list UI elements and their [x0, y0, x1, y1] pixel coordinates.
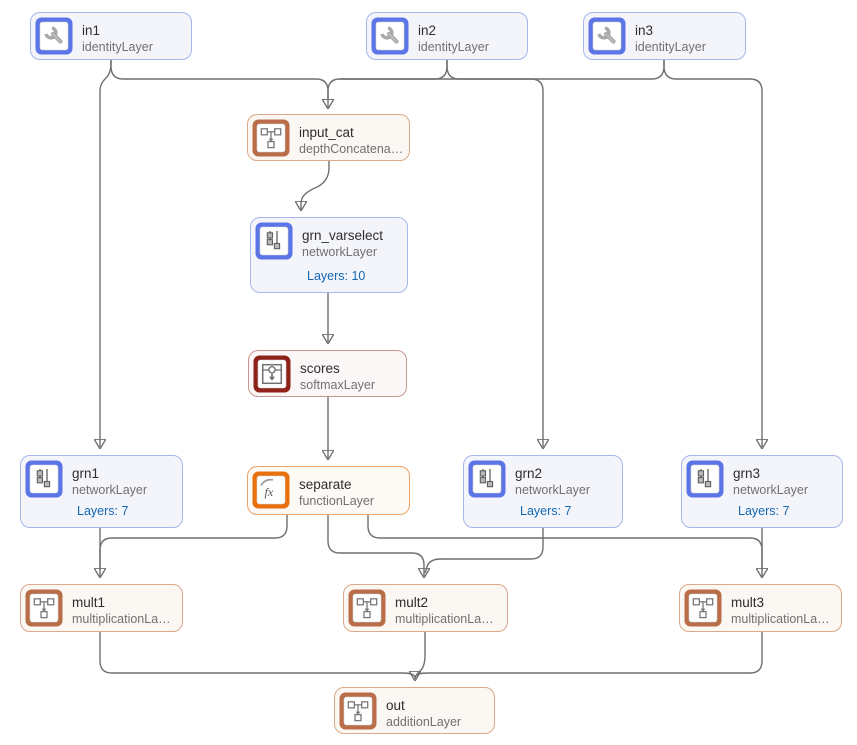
- network-layers-icon: [25, 460, 63, 503]
- concat-icon: [684, 589, 722, 632]
- node-in3[interactable]: in3 identityLayer: [583, 12, 746, 60]
- wrench-icon: [371, 17, 409, 60]
- layers-count: Layers: 7: [738, 504, 790, 518]
- layer-name: mult2: [395, 595, 429, 610]
- layer-type: depthConcatena…: [299, 142, 404, 156]
- layer-type: softmaxLayer: [300, 378, 376, 392]
- layer-type: multiplicationLa…: [731, 612, 830, 626]
- node-labels: mult2 multiplicationLa…: [395, 589, 494, 627]
- svg-text:fx: fx: [265, 485, 274, 499]
- edge-in3-to-grn3[interactable]: [663, 60, 762, 447]
- wrench-icon: [588, 17, 626, 60]
- node-labels: grn_varselect networkLayer: [302, 222, 383, 260]
- node-labels: input_cat depthConcatena…: [299, 119, 403, 157]
- node-labels: grn1 networkLayer: [72, 460, 147, 498]
- layer-type: multiplicationLa…: [72, 612, 171, 626]
- layer-name: mult3: [731, 595, 765, 610]
- edge-separate-to-mult2[interactable]: [327, 515, 424, 576]
- layer-name: in2: [418, 23, 437, 38]
- edge-grn2-to-mult2[interactable]: [424, 528, 544, 574]
- edge-in2-to-input_cat[interactable]: [327, 60, 448, 100]
- layer-name: in3: [635, 23, 654, 38]
- edge-input_cat-to-grn_varselect[interactable]: [301, 161, 330, 209]
- node-labels: mult3 multiplicationLa…: [731, 589, 830, 627]
- layer-name: grn3: [733, 466, 761, 481]
- network-layers-icon: [255, 222, 293, 265]
- layer-name: scores: [300, 361, 340, 376]
- node-input_cat[interactable]: input_cat depthConcatena…: [247, 114, 410, 161]
- node-in2[interactable]: in2 identityLayer: [366, 12, 528, 60]
- node-labels: separate functionLayer: [299, 471, 374, 509]
- node-labels: out additionLayer: [386, 692, 461, 730]
- layers-count: Layers: 7: [520, 504, 572, 518]
- layer-type: networkLayer: [733, 483, 809, 497]
- node-scores[interactable]: scores softmaxLayer: [248, 350, 407, 397]
- node-out[interactable]: out additionLayer: [334, 687, 495, 734]
- edge-in1-to-input_cat[interactable]: [110, 60, 328, 107]
- layer-type: multiplicationLa…: [395, 612, 494, 626]
- layer-name: grn1: [72, 466, 100, 481]
- layer-type: identityLayer: [635, 40, 706, 54]
- layers-count: Layers: 10: [307, 269, 366, 283]
- node-labels: scores softmaxLayer: [300, 355, 375, 393]
- node-labels: in2 identityLayer: [418, 17, 489, 55]
- layer-type: networkLayer: [302, 245, 378, 259]
- node-labels: in3 identityLayer: [635, 17, 706, 55]
- wrench-icon: [35, 17, 73, 60]
- node-mult2[interactable]: mult2 multiplicationLa…: [343, 584, 508, 632]
- edge-mult3-to-out[interactable]: [414, 632, 763, 678]
- concat-icon: [252, 119, 290, 162]
- node-labels: grn3 networkLayer: [733, 460, 808, 498]
- concat-icon: [339, 692, 377, 735]
- edge-in2-to-grn2[interactable]: [446, 60, 543, 447]
- network-layers-icon: [686, 460, 724, 503]
- layer-type: identityLayer: [418, 40, 489, 54]
- layer-name: input_cat: [299, 125, 354, 140]
- layer-type: networkLayer: [515, 483, 591, 497]
- layer-name: separate: [299, 477, 352, 492]
- layer-name: grn_varselect: [302, 228, 384, 243]
- node-mult1[interactable]: mult1 multiplicationLa…: [20, 584, 183, 632]
- layer-name: in1: [82, 23, 101, 38]
- node-in1[interactable]: in1 identityLayer: [30, 12, 192, 60]
- softmax-icon: [253, 355, 291, 398]
- layer-name: grn2: [515, 466, 543, 481]
- node-labels: in1 identityLayer: [82, 17, 153, 55]
- edge-in3-to-input_cat[interactable]: [340, 60, 665, 80]
- edge-mult2-to-out[interactable]: [415, 632, 426, 679]
- layer-type: functionLayer: [299, 494, 375, 508]
- network-layers-icon: [468, 460, 506, 503]
- layer-type: additionLayer: [386, 715, 462, 729]
- edge-in1-to-grn1[interactable]: [100, 60, 112, 447]
- concat-icon: [25, 589, 63, 632]
- layers-count: Layers: 7: [77, 504, 129, 518]
- node-labels: grn2 networkLayer: [515, 460, 590, 498]
- layer-type: identityLayer: [82, 40, 153, 54]
- node-mult3[interactable]: mult3 multiplicationLa…: [679, 584, 842, 632]
- node-separate[interactable]: fx separate functionLayer: [247, 466, 410, 515]
- node-labels: mult1 multiplicationLa…: [72, 589, 171, 627]
- concat-icon: [348, 589, 386, 632]
- layer-name: mult1: [72, 595, 106, 610]
- edge-mult1-to-out[interactable]: [99, 632, 416, 678]
- layer-type: networkLayer: [72, 483, 148, 497]
- layer-name: out: [386, 698, 405, 713]
- function-icon: fx: [252, 471, 290, 514]
